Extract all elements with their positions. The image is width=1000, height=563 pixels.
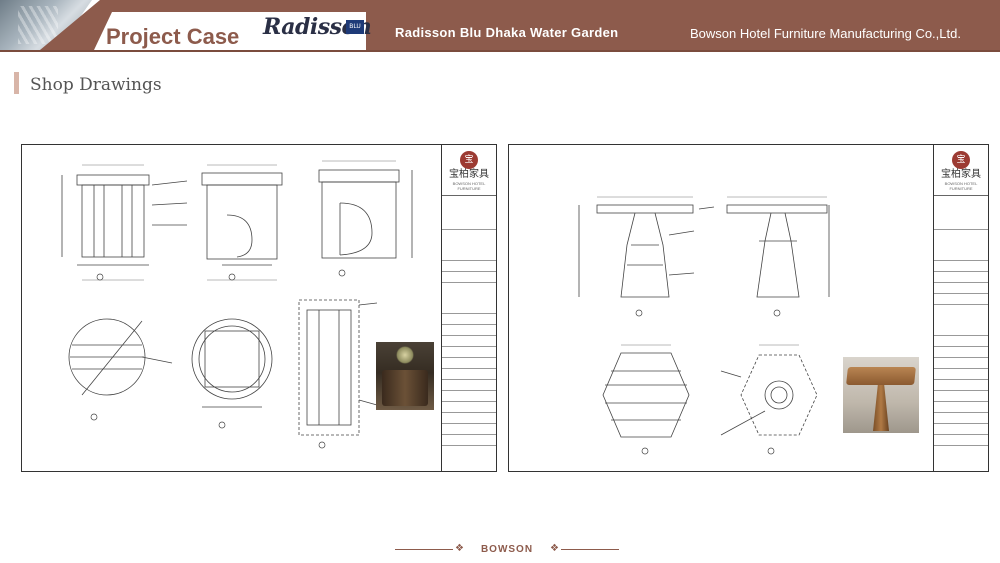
shop-drawing-sheet-left: 宝 宝柏家具 BOWSON HOTEL FURNITURE [21,144,497,472]
footer-brand-mark: ❖ BOWSON ❖ [395,542,619,558]
header-banner: Project Case Radisson BLU Radisson Blu D… [0,0,1000,52]
title-block-row [934,283,988,294]
ornament-icon: ❖ [550,543,559,554]
title-block-row [442,336,496,347]
title-block-row [442,347,496,358]
title-block-row [442,435,496,446]
shop-drawing-sheet-right: 宝 宝柏家具 BOWSON HOTEL FURNITURE [508,144,989,472]
title-block-row [442,380,496,391]
page-title: Project Case [106,24,240,49]
title-block-row [934,199,988,230]
table-leg [873,385,889,431]
blu-badge: BLU [346,20,364,34]
title-block-logo: 宝 宝柏家具 BOWSON HOTEL FURNITURE [442,149,496,196]
title-block-row [442,283,496,314]
title-block-row [934,435,988,446]
title-block-row [934,358,988,369]
seal-icon: 宝 [460,151,478,169]
seal-icon: 宝 [952,151,970,169]
title-block-right: 宝 宝柏家具 BOWSON HOTEL FURNITURE [933,145,988,471]
lamp-glow [396,346,414,364]
title-block-row [934,347,988,358]
title-block-row [442,261,496,272]
title-block-row [934,369,988,380]
title-block-left: 宝 宝柏家具 BOWSON HOTEL FURNITURE [441,145,496,471]
title-block-brand: 宝柏家具 [941,169,981,180]
title-block-row [934,380,988,391]
footer-divider-left [395,549,453,550]
title-block-row [442,230,496,261]
drawing-stool-elevations [61,160,413,449]
title-block-brand: 宝柏家具 [449,169,489,180]
footer-brand: BOWSON [480,544,534,555]
hotel-name: Radisson Blu Dhaka Water Garden [395,25,619,40]
title-block-row [442,369,496,380]
title-block-row [934,294,988,305]
title-block-row [442,391,496,402]
title-block-row [442,314,496,325]
footer-divider-right [561,549,619,550]
title-block-row [442,402,496,413]
stool-photo [376,342,434,410]
title-block-row [934,413,988,424]
ornament-icon: ❖ [455,543,464,554]
title-block-row [934,230,988,261]
company-name: Bowson Hotel Furniture Manufacturing Co.… [690,26,961,41]
title-block-row [934,336,988,347]
drawing-table-elevations [578,196,830,455]
title-block-row [934,424,988,435]
title-block-row [934,261,988,272]
title-block-rows [442,199,496,446]
table-top [846,367,916,385]
title-block-rows [934,199,988,446]
title-block-row [442,199,496,230]
header-white-panel [94,12,366,50]
title-block-row [934,391,988,402]
title-block-row [934,402,988,413]
title-block-row [934,272,988,283]
table-photo [843,357,919,433]
title-block-row [442,424,496,435]
header-divider [0,50,1000,52]
title-block-row [442,272,496,283]
section-marker [14,72,19,94]
title-block-row [442,413,496,424]
title-block-row [442,358,496,369]
title-block-subtitle: BOWSON HOTEL FURNITURE [944,181,978,191]
section-title: Shop Drawings [30,75,162,95]
title-block-row [934,305,988,336]
title-block-row [442,325,496,336]
title-block-logo: 宝 宝柏家具 BOWSON HOTEL FURNITURE [934,149,988,196]
title-block-subtitle: BOWSON HOTEL FURNITURE [452,181,486,191]
wood-stool [382,370,428,406]
